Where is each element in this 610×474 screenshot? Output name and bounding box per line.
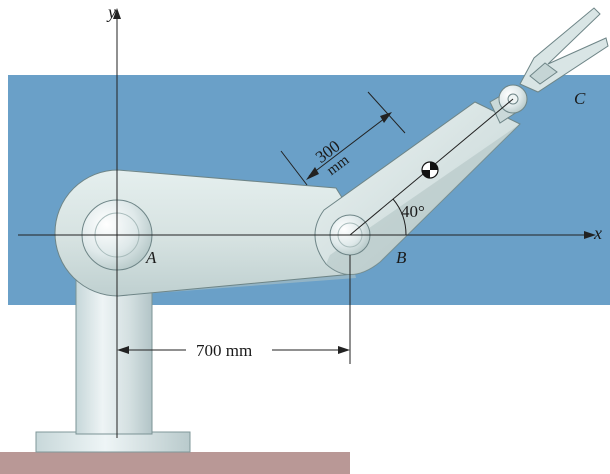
point-a-label: A xyxy=(145,248,157,267)
point-b-label: B xyxy=(396,248,407,267)
base-plate xyxy=(35,431,191,453)
horizontal-dimension-arrowhead-right xyxy=(338,346,350,354)
forearm-shadow xyxy=(326,124,520,275)
offset-extension-line-right xyxy=(367,91,406,134)
offset-arrowhead-right xyxy=(380,112,392,123)
center-of-mass-icon xyxy=(421,161,439,179)
angle-label: 40° xyxy=(401,202,425,221)
floor-surface xyxy=(0,452,350,474)
y-axis-arrowhead xyxy=(113,8,121,19)
horizontal-dimension-arrowhead-left xyxy=(117,346,129,354)
support-column xyxy=(75,271,153,435)
x-axis-arrowhead xyxy=(584,231,596,239)
y-axis-label: y xyxy=(106,2,116,22)
offset-arrowhead-left xyxy=(306,167,319,180)
gripper-hub xyxy=(529,62,558,85)
offset-extension-line-left xyxy=(280,150,308,186)
angle-arc xyxy=(392,198,407,236)
x-axis-label: x xyxy=(593,223,602,243)
point-c-label: C xyxy=(574,89,586,108)
horizontal-dimension-label: 700 mm xyxy=(196,341,252,360)
offset-dimension-line xyxy=(308,114,390,177)
